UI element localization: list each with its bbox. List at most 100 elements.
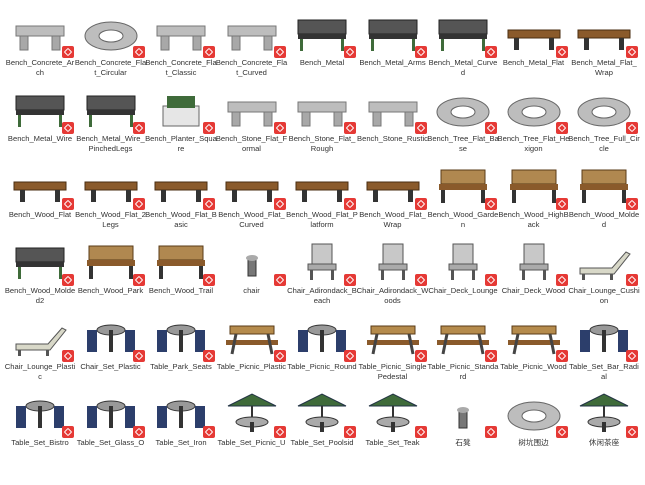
- item-label: Bench_Metal_Flat_Wrap: [571, 58, 637, 77]
- grid-item-bench-tree-full-circle-17[interactable]: Bench_Tree_Full_Circle: [568, 86, 640, 166]
- concrete-bench-icon: [368, 101, 417, 127]
- grid-item-bench-concrete-arch-0[interactable]: Bench_Concrete_Arch: [4, 10, 76, 90]
- grid-item-bench-wood-park-28[interactable]: Bench_Wood_Park: [75, 238, 147, 318]
- grid-item-table-set-teak-50[interactable]: Table_Set_Teak: [357, 390, 429, 470]
- metal-bench-icon: [297, 19, 347, 51]
- thumbnail: [10, 240, 74, 286]
- thumbnail: [292, 240, 356, 286]
- thumbnail: [574, 316, 638, 362]
- grid-item-chair-30[interactable]: chair: [216, 238, 288, 318]
- grid-item-table-picnic-round-40[interactable]: Table_Picnic_Round: [286, 314, 358, 394]
- grid-item-bench-metal-flat-7[interactable]: Bench_Metal_Flat: [498, 10, 570, 90]
- thumbnail: [292, 88, 356, 134]
- item-label: Bench_Metal_Wire_PinchedLegs: [76, 134, 145, 153]
- thumbnail: [574, 164, 638, 210]
- grid-item-chair-deck-lounge-33[interactable]: Chair_Deck_Lounge: [427, 238, 499, 318]
- sketchup-badge-icon: [273, 122, 286, 134]
- grid-item-chair-lounge-plastic-36[interactable]: Chair_Lounge_Plastic: [4, 314, 76, 394]
- metal-bench-icon: [15, 247, 65, 279]
- grid-item-table-picnic-plastic-39[interactable]: Table_Picnic_Plastic: [216, 314, 288, 394]
- sketchup-badge-icon: [485, 274, 497, 286]
- grid-item-table-set-poolsid-49[interactable]: Table_Set_Poolsid: [286, 390, 358, 470]
- sketchup-badge-icon: [555, 122, 568, 134]
- grid-item-item-52[interactable]: 树坑围边: [498, 390, 570, 470]
- grid-item-bench-tree-flat-base-15[interactable]: Bench_Tree_Flat_Base: [427, 86, 499, 166]
- grid-item-bench-wood-trail-29[interactable]: Bench_Wood_Trail: [145, 238, 217, 318]
- item-label: Table_Picnic_Plastic: [216, 362, 287, 371]
- grid-item-bench-tree-flat-hexigon-16[interactable]: Bench_Tree_Flat_Hexigon: [498, 86, 570, 166]
- grid-item-chair-adirondack-beach-31[interactable]: Chair_Adirondack_Beach: [286, 238, 358, 318]
- grid-item-table-set-iron-47[interactable]: Table_Set_Iron: [145, 390, 217, 470]
- grid-item-table-set-bar-radial-44[interactable]: Table_Set_Bar_Radial: [568, 314, 640, 394]
- item-label: Chair_Set_Plastic: [80, 362, 141, 371]
- grid-item-bench-concrete-flat-classic-2[interactable]: Bench_Concrete_Flat_Classic: [145, 10, 217, 90]
- grid-item-bench-metal-4[interactable]: Bench_Metal: [286, 10, 358, 90]
- grid-item-table-set-picnic-u-48[interactable]: Table_Set_Picnic_U: [216, 390, 288, 470]
- item-label: Bench_Planter_Square: [145, 134, 217, 153]
- thumbnail: [363, 88, 427, 134]
- grid-item-table-set-glass-o-46[interactable]: Table_Set_Glass_O: [75, 390, 147, 470]
- grid-item-table-picnic-wood-43[interactable]: Table_Picnic_Wood: [498, 314, 570, 394]
- thumbnail: [81, 316, 145, 362]
- grid-item-bench-wood-highback-25[interactable]: Bench_Wood_HighBack: [498, 162, 570, 242]
- grid-item-table-picnic-singlepedestal-41[interactable]: Table_Picnic_SinglePedestal: [357, 314, 429, 394]
- sketchup-badge-icon: [555, 46, 568, 58]
- concrete-bench-icon: [297, 101, 347, 127]
- thumbnail: [151, 164, 215, 210]
- grid-item-bench-wood-garden-24[interactable]: Bench_Wood_Garden: [427, 162, 499, 242]
- item-label: Chair_Lounge_Plastic: [4, 362, 76, 381]
- grid-item-item-53[interactable]: 休闲茶座: [568, 390, 640, 470]
- grid-item-bench-stone-rustic-14[interactable]: Bench_Stone_Rustic: [357, 86, 429, 166]
- grid-item-table-picnic-standard-42[interactable]: Table_Picnic_Standard: [427, 314, 499, 394]
- thumbnail: [10, 316, 74, 362]
- grid-item-bench-wood-flat-basic-20[interactable]: Bench_Wood_Flat_Basic: [145, 162, 217, 242]
- grid-item-bench-wood-flat-18[interactable]: Bench_Wood_Flat: [4, 162, 76, 242]
- sketchup-badge-icon: [414, 46, 427, 58]
- item-label: Table_Set_Glass_O: [76, 438, 145, 447]
- grid-item-chair-adirondack-woods-32[interactable]: Chair_Adirondack_Woods: [357, 238, 429, 318]
- item-label: Bench_Metal_Arms: [359, 58, 426, 67]
- grid-item-bench-stone-flat-rough-13[interactable]: Bench_Stone_Flat_Rough: [286, 86, 358, 166]
- grid-item-bench-planter-square-11[interactable]: Bench_Planter_Square: [145, 86, 217, 166]
- thumbnail: [504, 316, 568, 362]
- table-set-icon: [298, 324, 346, 352]
- grid-item-bench-wood-flat-2legs-19[interactable]: Bench_Wood_Flat_2Legs: [75, 162, 147, 242]
- grid-item-bench-metal-flat-wrap-8[interactable]: Bench_Metal_Flat_Wrap: [568, 10, 640, 90]
- thumbnail: [433, 240, 497, 286]
- grid-item-bench-concrete-flat-circular-1[interactable]: Bench_Concrete_Flat_Circular: [75, 10, 147, 90]
- grid-item-bench-metal-arms-5[interactable]: Bench_Metal_Arms: [357, 10, 429, 90]
- sketchup-badge-icon: [62, 122, 74, 134]
- grid-item-bench-concrete-flat-curved-3[interactable]: Bench_Concrete_Flat_Curved: [216, 10, 288, 90]
- grid-item-bench-wood-flat-platform-22[interactable]: Bench_Wood_Flat_Platform: [286, 162, 358, 242]
- thumbnail: [504, 392, 568, 438]
- sketchup-badge-icon: [344, 122, 356, 134]
- item-label: Bench_Concrete_Flat_Circular: [74, 58, 147, 77]
- grid-item-bench-metal-curved-6[interactable]: Bench_Metal_Curved: [427, 10, 499, 90]
- flat-bench-icon: [225, 181, 278, 202]
- metal-bench-icon: [15, 95, 65, 127]
- lounge-icon: [15, 327, 67, 356]
- grid-item-bench-stone-flat-formal-12[interactable]: Bench_Stone_Flat_Formal: [216, 86, 288, 166]
- grid-item-bench-wood-flat-curved-21[interactable]: Bench_Wood_Flat_Curved: [216, 162, 288, 242]
- chair-icon: [378, 243, 407, 280]
- grid-item-bench-wood-flat-wrap-23[interactable]: Bench_Wood_Flat_Wrap: [357, 162, 429, 242]
- grid-item-chair-deck-wood-34[interactable]: Chair_Deck_Wood: [498, 238, 570, 318]
- grid-item-bench-wood-molded-26[interactable]: Bench_Wood_Molded: [568, 162, 640, 242]
- item-label: Bench_Stone_Flat_Formal: [215, 134, 288, 153]
- thumbnail: [81, 240, 145, 286]
- grid-item-table-set-bistro-45[interactable]: Table_Set_Bistro: [4, 390, 76, 470]
- grid-item-chair-lounge-cushion-35[interactable]: Chair_Lounge_Cushion: [568, 238, 640, 318]
- grid-item-chair-set-plastic-37[interactable]: Chair_Set_Plastic: [75, 314, 147, 394]
- item-label: Chair_Deck_Wood: [501, 286, 566, 295]
- thumbnail: [363, 316, 427, 362]
- thumbnail: [222, 392, 286, 438]
- metal-bench-icon: [368, 19, 417, 51]
- thumbnail: [433, 88, 497, 134]
- grid-item-bench-metal-wire-9[interactable]: Bench_Metal_Wire: [4, 86, 76, 166]
- grid-item-bench-metal-wire-pinchedlegs-10[interactable]: Bench_Metal_Wire_PinchedLegs: [75, 86, 147, 166]
- sketchup-badge-icon: [344, 198, 356, 210]
- grid-item-bench-wood-molded2-27[interactable]: Bench_Wood_Molded2: [4, 238, 76, 318]
- grid-item-item-51[interactable]: 石凳: [427, 390, 499, 470]
- grid-item-table-park-seats-38[interactable]: Table_Park_Seats: [145, 314, 217, 394]
